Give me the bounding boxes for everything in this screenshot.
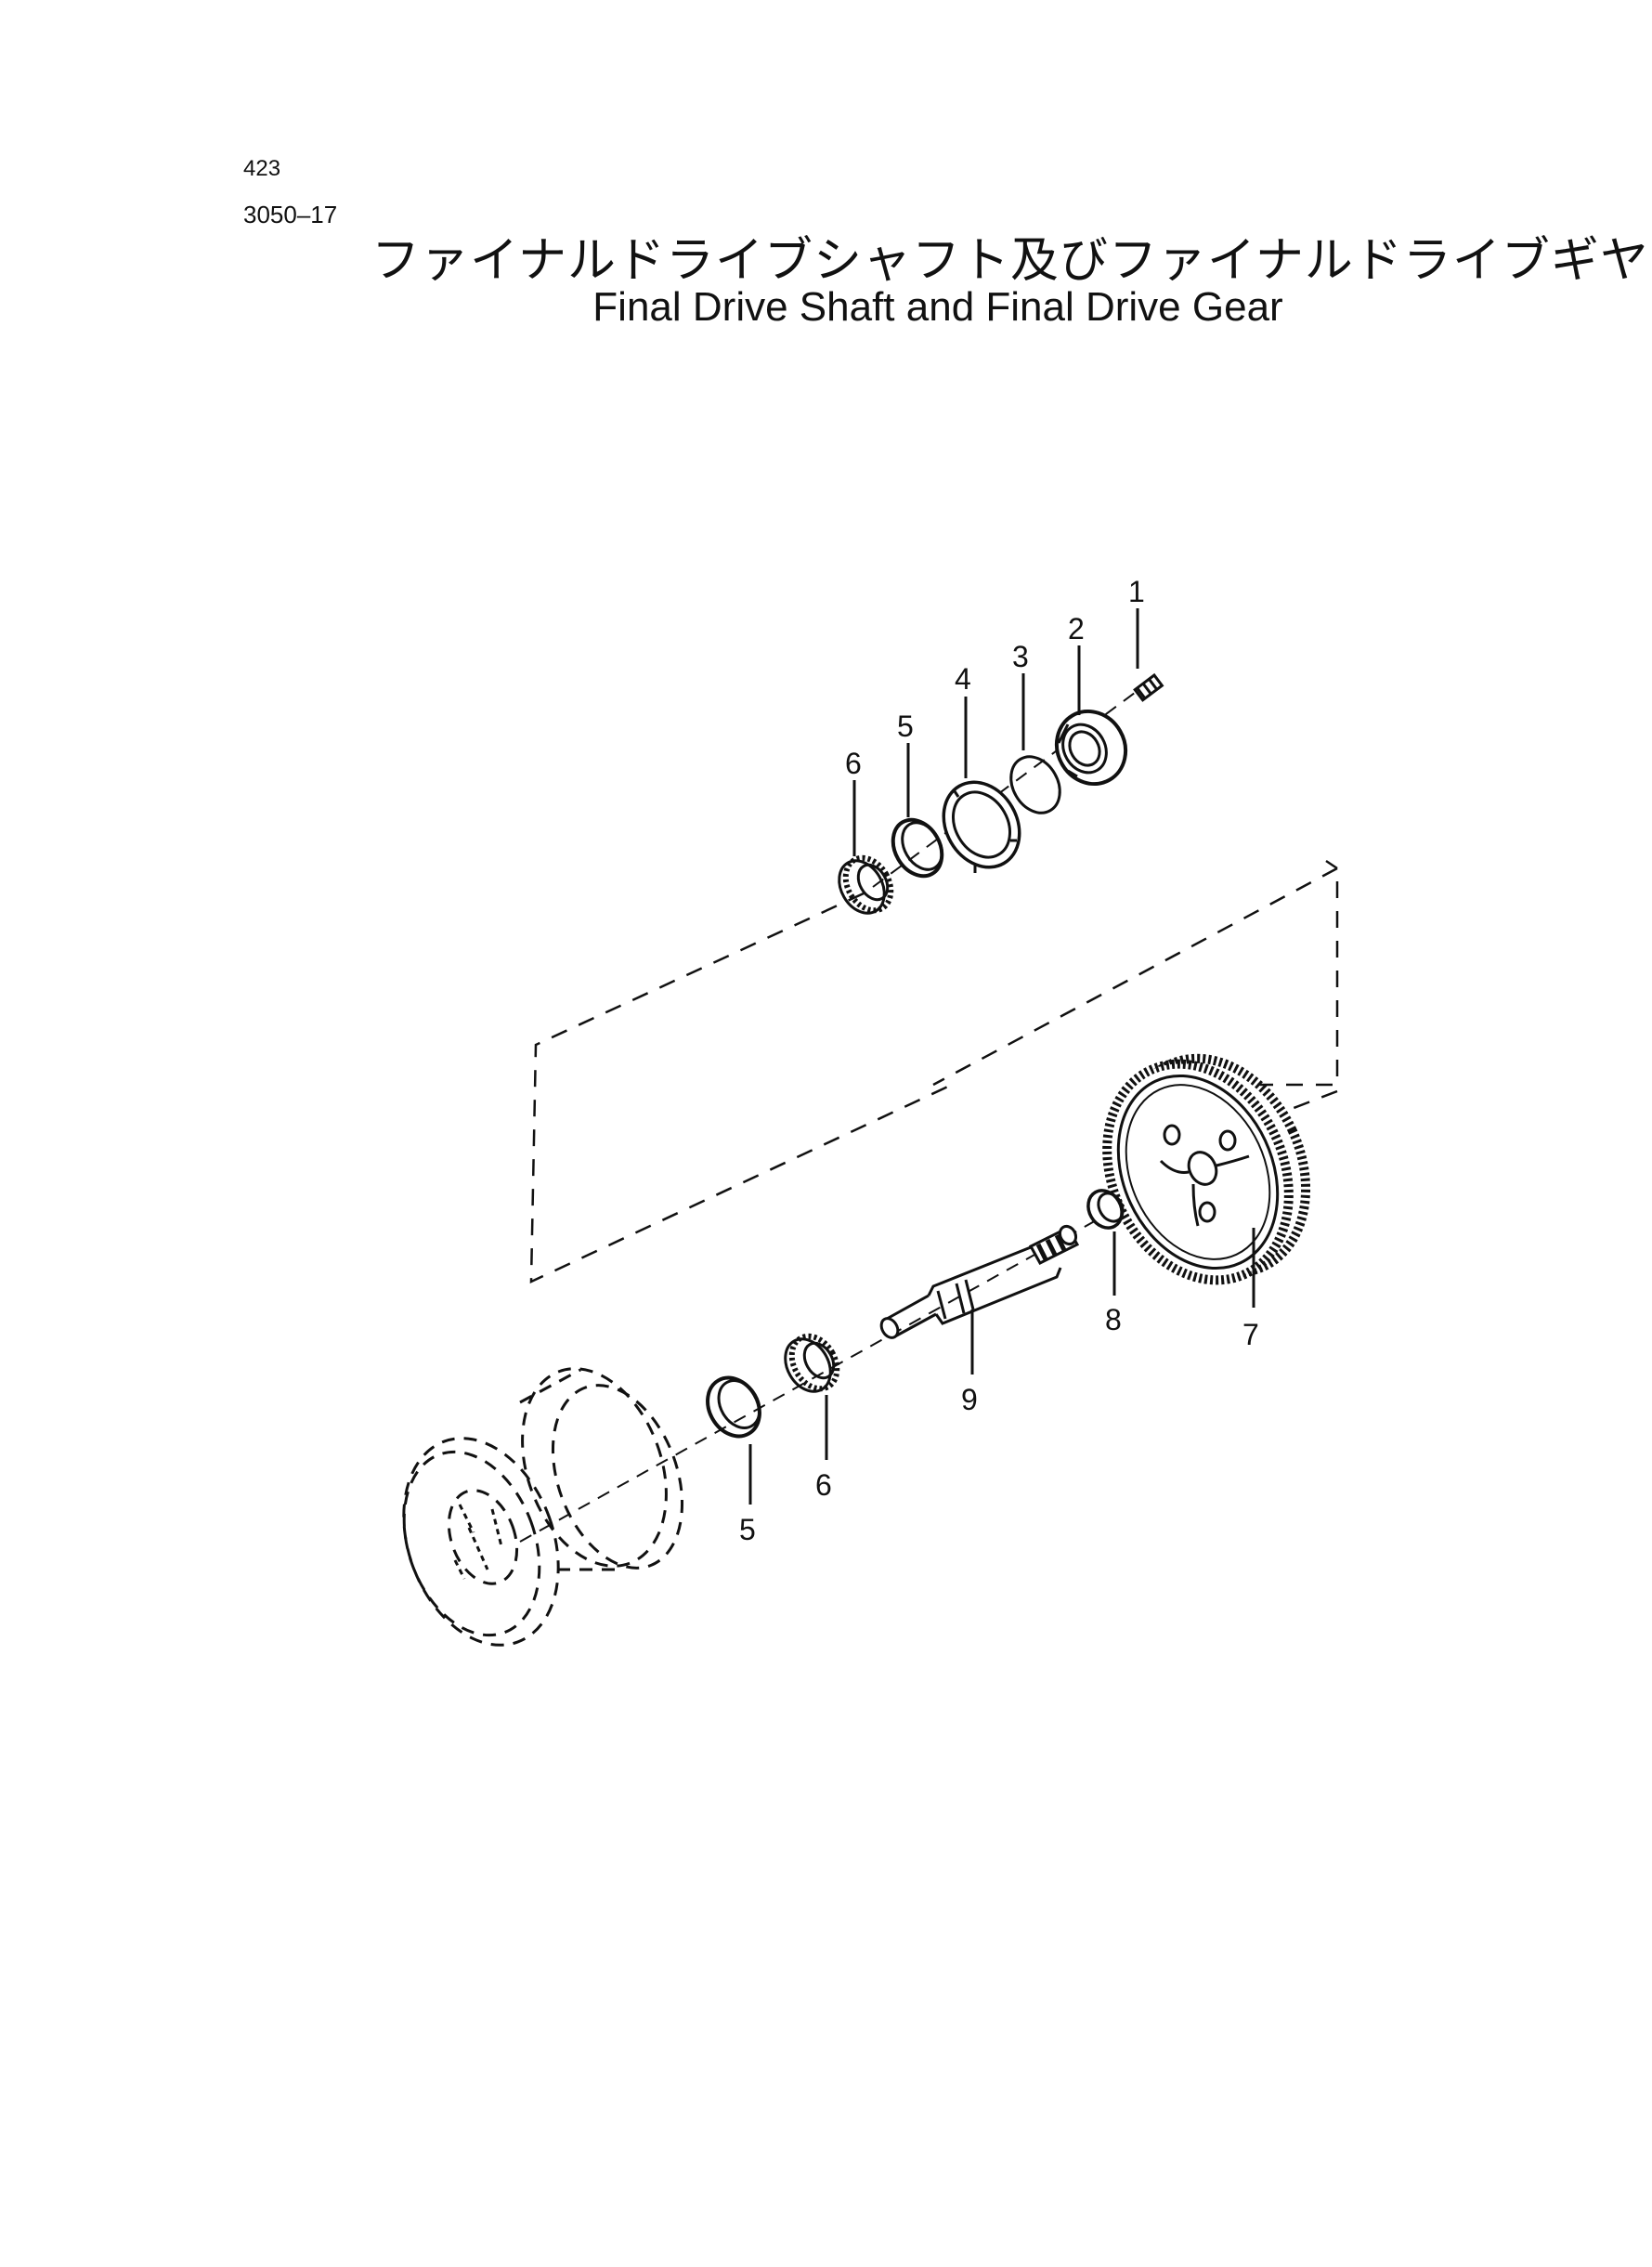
callout-6-lower: 6 <box>815 1468 832 1502</box>
part-1-bolt <box>1133 672 1164 702</box>
part-9-final-drive-shaft <box>879 1224 1080 1339</box>
callout-leader-lines <box>748 608 1255 1505</box>
part-6-bearing-upper <box>838 854 894 915</box>
part-3-o-ring <box>1009 755 1061 814</box>
callout-2: 2 <box>1068 612 1085 645</box>
callout-9: 9 <box>961 1383 978 1416</box>
part-2-bearing-retainer <box>1054 709 1128 787</box>
callout-4: 4 <box>955 662 971 696</box>
part-4-shim-plate <box>942 780 1021 873</box>
part-5-ring-upper <box>891 817 944 879</box>
part-6-bearing-lower <box>784 1333 840 1393</box>
part-8-collar <box>1086 1189 1125 1230</box>
part-5-ring-lower <box>706 1375 761 1439</box>
callout-1: 1 <box>1128 575 1145 608</box>
phantom-hub-assembly <box>402 1367 684 1647</box>
callout-5-lower: 5 <box>739 1513 756 1546</box>
callout-3: 3 <box>1012 640 1029 673</box>
page-number: 423 <box>243 156 281 181</box>
callout-5-upper: 5 <box>897 710 914 743</box>
part-7-final-drive-gear <box>1102 1053 1311 1285</box>
callout-6-upper: 6 <box>845 747 862 780</box>
page-title-english: Final Drive Shaft and Final Drive Gear <box>592 284 1283 330</box>
page-title-japanese: ファイナルドライブシャフト及びファイナルドライブギヤ <box>371 233 1649 289</box>
callout-8: 8 <box>1105 1303 1122 1336</box>
callout-7: 7 <box>1242 1318 1259 1351</box>
figure-code: 3050–17 <box>243 201 338 228</box>
